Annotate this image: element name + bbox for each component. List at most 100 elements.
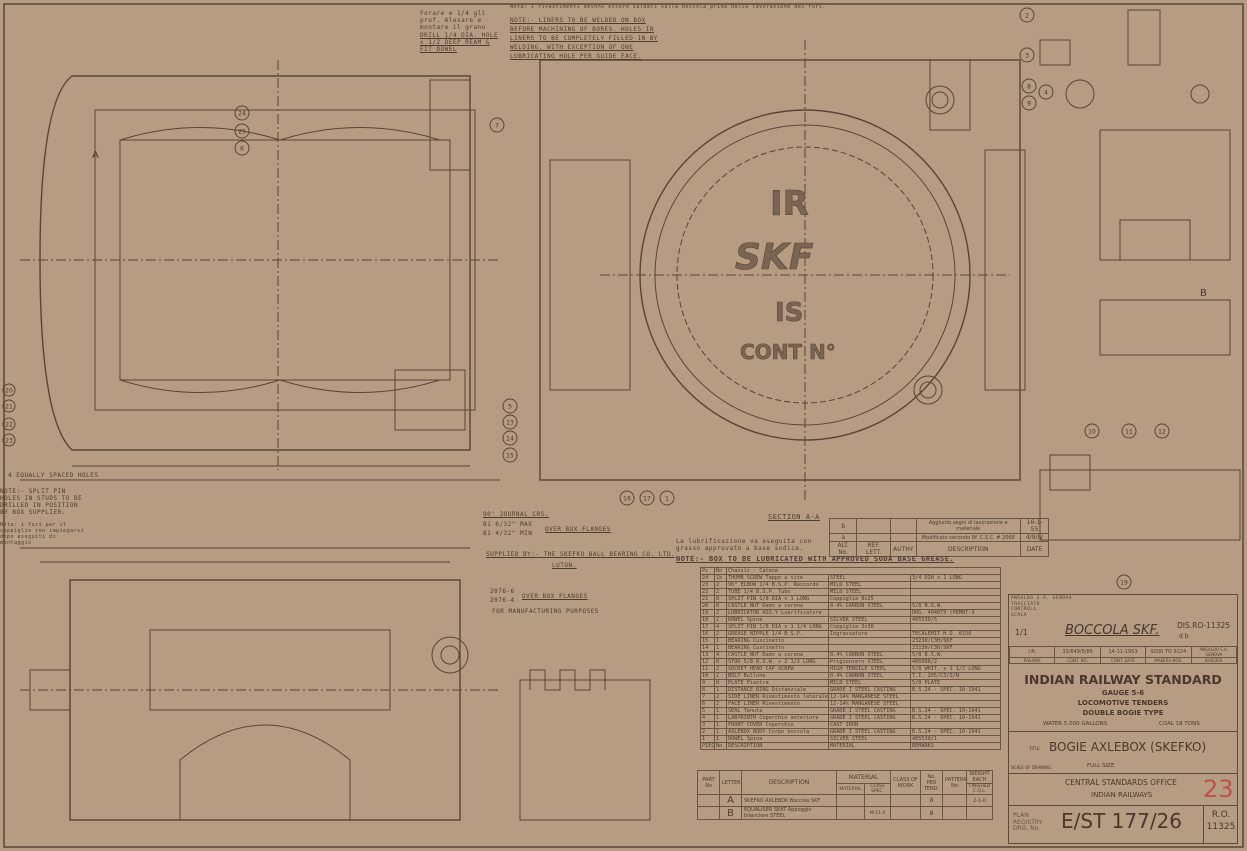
parts-cell-no: 1: [714, 707, 727, 715]
parts-cell-no: 2: [714, 609, 727, 617]
emblem-skf: SKF: [735, 237, 814, 278]
flange-max: 81 6/32" MAX: [483, 521, 533, 528]
parts-cell-desc: CASTLE NUT Dado a corona: [726, 602, 829, 610]
parts-cell-pc: 23: [700, 581, 715, 589]
balloon-number: 5: [508, 404, 512, 411]
parts-cell-desc: LUBRICATOR ASS.Y Lubrificatore: [726, 609, 829, 617]
ro-number: R.O. 11325: [1206, 810, 1236, 832]
balloon-number: 19: [1120, 580, 1128, 587]
section-aa-label: SECTION A-A: [768, 513, 820, 521]
balloon-number: 16: [623, 496, 631, 503]
title-label: TITLE: [1029, 746, 1040, 751]
top-note-italian: Nota: I rivestimenti devono essere salda…: [510, 4, 826, 10]
parts-cell-desc: SEAL Tenuta: [726, 707, 829, 715]
parts-cell-no: 8: [714, 602, 727, 610]
parts-cell-rem: [909, 623, 1002, 631]
parts-cell-no: 8: [714, 679, 727, 687]
supplied-by: SUPPLIED BY:- THE SKEFKO BALL BEARING CO…: [486, 551, 676, 558]
parts-cell-no: 1: [714, 735, 727, 743]
parts-cell-rem: 5/8 WHIT. x 1 1/2 LONG: [909, 665, 1002, 673]
parts-cell-no: 1b: [714, 574, 727, 582]
parts-cell-pc: 4: [700, 714, 715, 722]
gauge: GAUGE 5-6: [1101, 689, 1145, 697]
parts-cell-no: 1: [714, 728, 727, 736]
parts-cell-no: 2: [714, 630, 727, 638]
parts-cell-desc: AXLEBOX BODY Corpo boccola: [726, 728, 829, 736]
parts-cell-no: 1: [714, 686, 727, 694]
parts-cell-desc: SPLIT PIN 1/8 DIA x 1 1/4 LONG: [726, 623, 829, 631]
balloon-number: 22: [5, 422, 13, 429]
parts-cell-no: 4: [714, 623, 727, 631]
parts-cell-desc: BEARING Cuscinetto: [726, 644, 829, 652]
parts-cell-pc: 8: [700, 686, 715, 694]
parts-cell-mat: HIGH TENSILE STEEL: [828, 665, 911, 673]
scale-value: 1/1: [1015, 628, 1028, 637]
lubrication-note: NOTE:- BOX TO BE LUBRICATED WITH APPROVE…: [676, 555, 955, 563]
journal-note: 90' JOURNAL CRS.: [483, 511, 549, 518]
parts-cell-rem: B.S.24 - SPEC. 10-1941: [909, 728, 1002, 736]
parts-cell-no: 1: [714, 714, 727, 722]
parts-cell-mat: [828, 644, 911, 652]
parts-cell-pc: 16: [700, 630, 715, 638]
parts-cell-no: 1: [714, 721, 727, 729]
parts-cell-desc: BOLT Bullone: [726, 672, 829, 680]
parts-cell-pc: 6: [700, 700, 715, 708]
parts-cell-rem: [909, 721, 1002, 729]
scale-of-drawing-label: SCALE OF DRAWING: [1011, 765, 1052, 770]
parts-cell-rem: 406006/2: [909, 658, 1002, 666]
parts-cell-rem: 23230/C3H/SKF: [909, 637, 1002, 645]
parts-cell-no: 2: [714, 616, 727, 624]
divider: [1203, 805, 1204, 843]
flange-min: 81 4/32" MIN: [483, 530, 533, 537]
standard-heading: INDIAN RAILWAY STANDARD: [1024, 672, 1222, 687]
title-block: ANSALDO S.A. GENOVA TRACCIATO CONTROLL. …: [1008, 594, 1238, 844]
scale-label: SCALA: [1011, 612, 1028, 618]
disegno-sub: d b: [1179, 633, 1189, 640]
manufacturing-purposes: FOR MANUFACTURING PURPOSES: [492, 608, 599, 615]
parts-cell-pc: 20: [700, 602, 715, 610]
axlebox-plan-view: [20, 60, 500, 481]
balloon-number: 10: [1088, 429, 1096, 436]
equally-spaced-note: 4 EQUALLY SPACED HOLES: [8, 472, 99, 479]
balloon-number: 9: [1027, 101, 1031, 108]
balloon-number: 3: [1025, 53, 1029, 60]
parts-cell-mat: 0.4% CARBON STEEL: [828, 672, 911, 680]
parts-cell-pc: 18: [700, 616, 715, 624]
axlebox-side-view: [539, 40, 1026, 500]
checked-label: CONTROLL.: [1011, 607, 1040, 612]
parts-cell-desc: CASTLE NUT Dado a corona: [726, 651, 829, 659]
parts-cell-rem: DRG. 404073 (PEMBT-3: [909, 609, 1002, 617]
drawing-number: E/ST 177/26: [1061, 809, 1183, 833]
parts-cell-desc: DISTANCE RING Distanziale: [726, 686, 829, 694]
balloon-number: 20: [5, 388, 13, 395]
part-balloons: [2, 7, 1170, 590]
parts-cell-pc: 5: [700, 707, 715, 715]
parts-cell-pc: 13: [700, 651, 715, 659]
tender-type-2: DOUBLE BOGIE TYPE: [1082, 709, 1164, 717]
parts-cell-desc: STUD 5/8 B.S.W. x 2 1/2 LONG: [726, 658, 829, 666]
parts-cell-mat: MILD STEEL: [828, 581, 911, 589]
parts-cell-pc: 24: [700, 574, 715, 582]
parts-cell-mat: MILD STEEL: [828, 588, 911, 596]
section-letter-a: A: [92, 150, 99, 161]
parts-cell-no: 1: [714, 637, 727, 645]
split-pin-note-italian: Nota: i fori per il coppiglie con impieg…: [0, 522, 85, 546]
balloon-number: 24: [238, 111, 246, 118]
